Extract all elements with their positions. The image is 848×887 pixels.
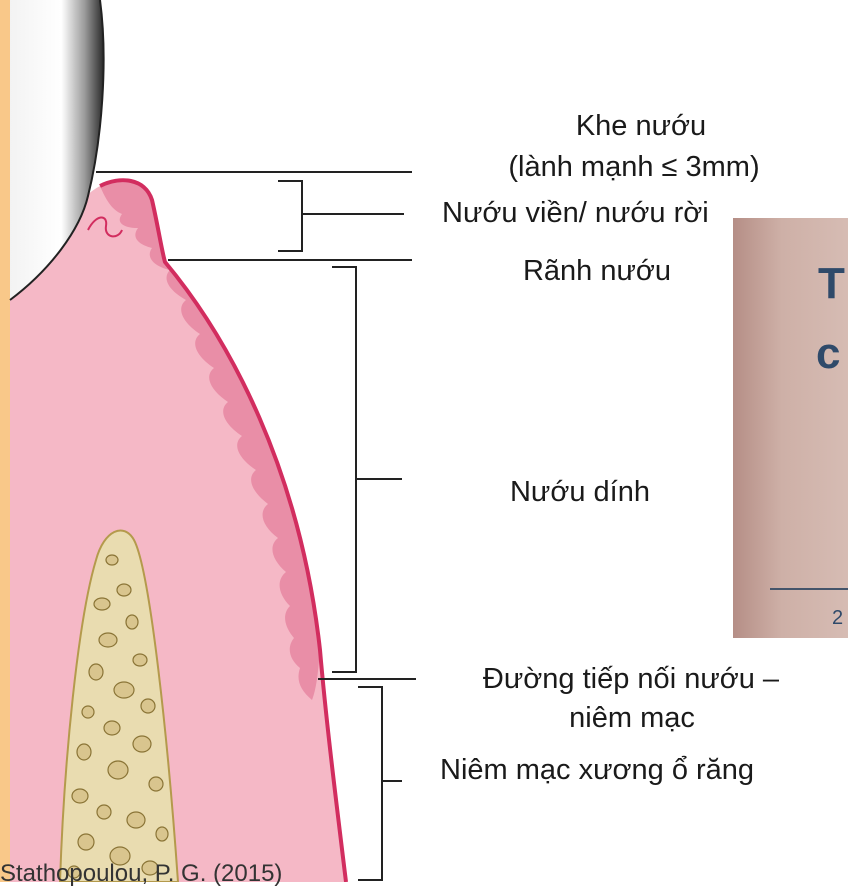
label-duong-tiep-noi-line1: Đường tiếp nối nướu – <box>483 665 779 694</box>
label-nuou-dinh: Nướu dính <box>510 478 650 507</box>
label-duong-tiep-noi-line2: niêm mạc <box>569 704 695 733</box>
background-slide-title-fragment-1: T <box>818 262 845 306</box>
bracket-nuou-vien <box>278 181 302 251</box>
bracket-nuou-dinh <box>332 267 356 672</box>
label-nuou-vien: Nướu viền/ nướu rời <box>442 199 709 228</box>
label-khe-nuou-note: (lành mạnh ≤ 3mm) <box>508 153 759 182</box>
bracket-niem-mac <box>358 687 382 880</box>
tooth-strip <box>0 0 10 882</box>
label-khe-nuou: Khe nướu <box>576 112 706 141</box>
label-ranh-nuou: Rãnh nướu <box>523 257 671 286</box>
background-slide-small-fragment: 2 <box>832 608 843 628</box>
background-slide-title-fragment-2: c <box>816 332 840 376</box>
image-credit: Stathopoulou, P. G. (2015) <box>0 862 282 886</box>
label-niem-mac: Niêm mạc xương ổ răng <box>440 756 754 785</box>
